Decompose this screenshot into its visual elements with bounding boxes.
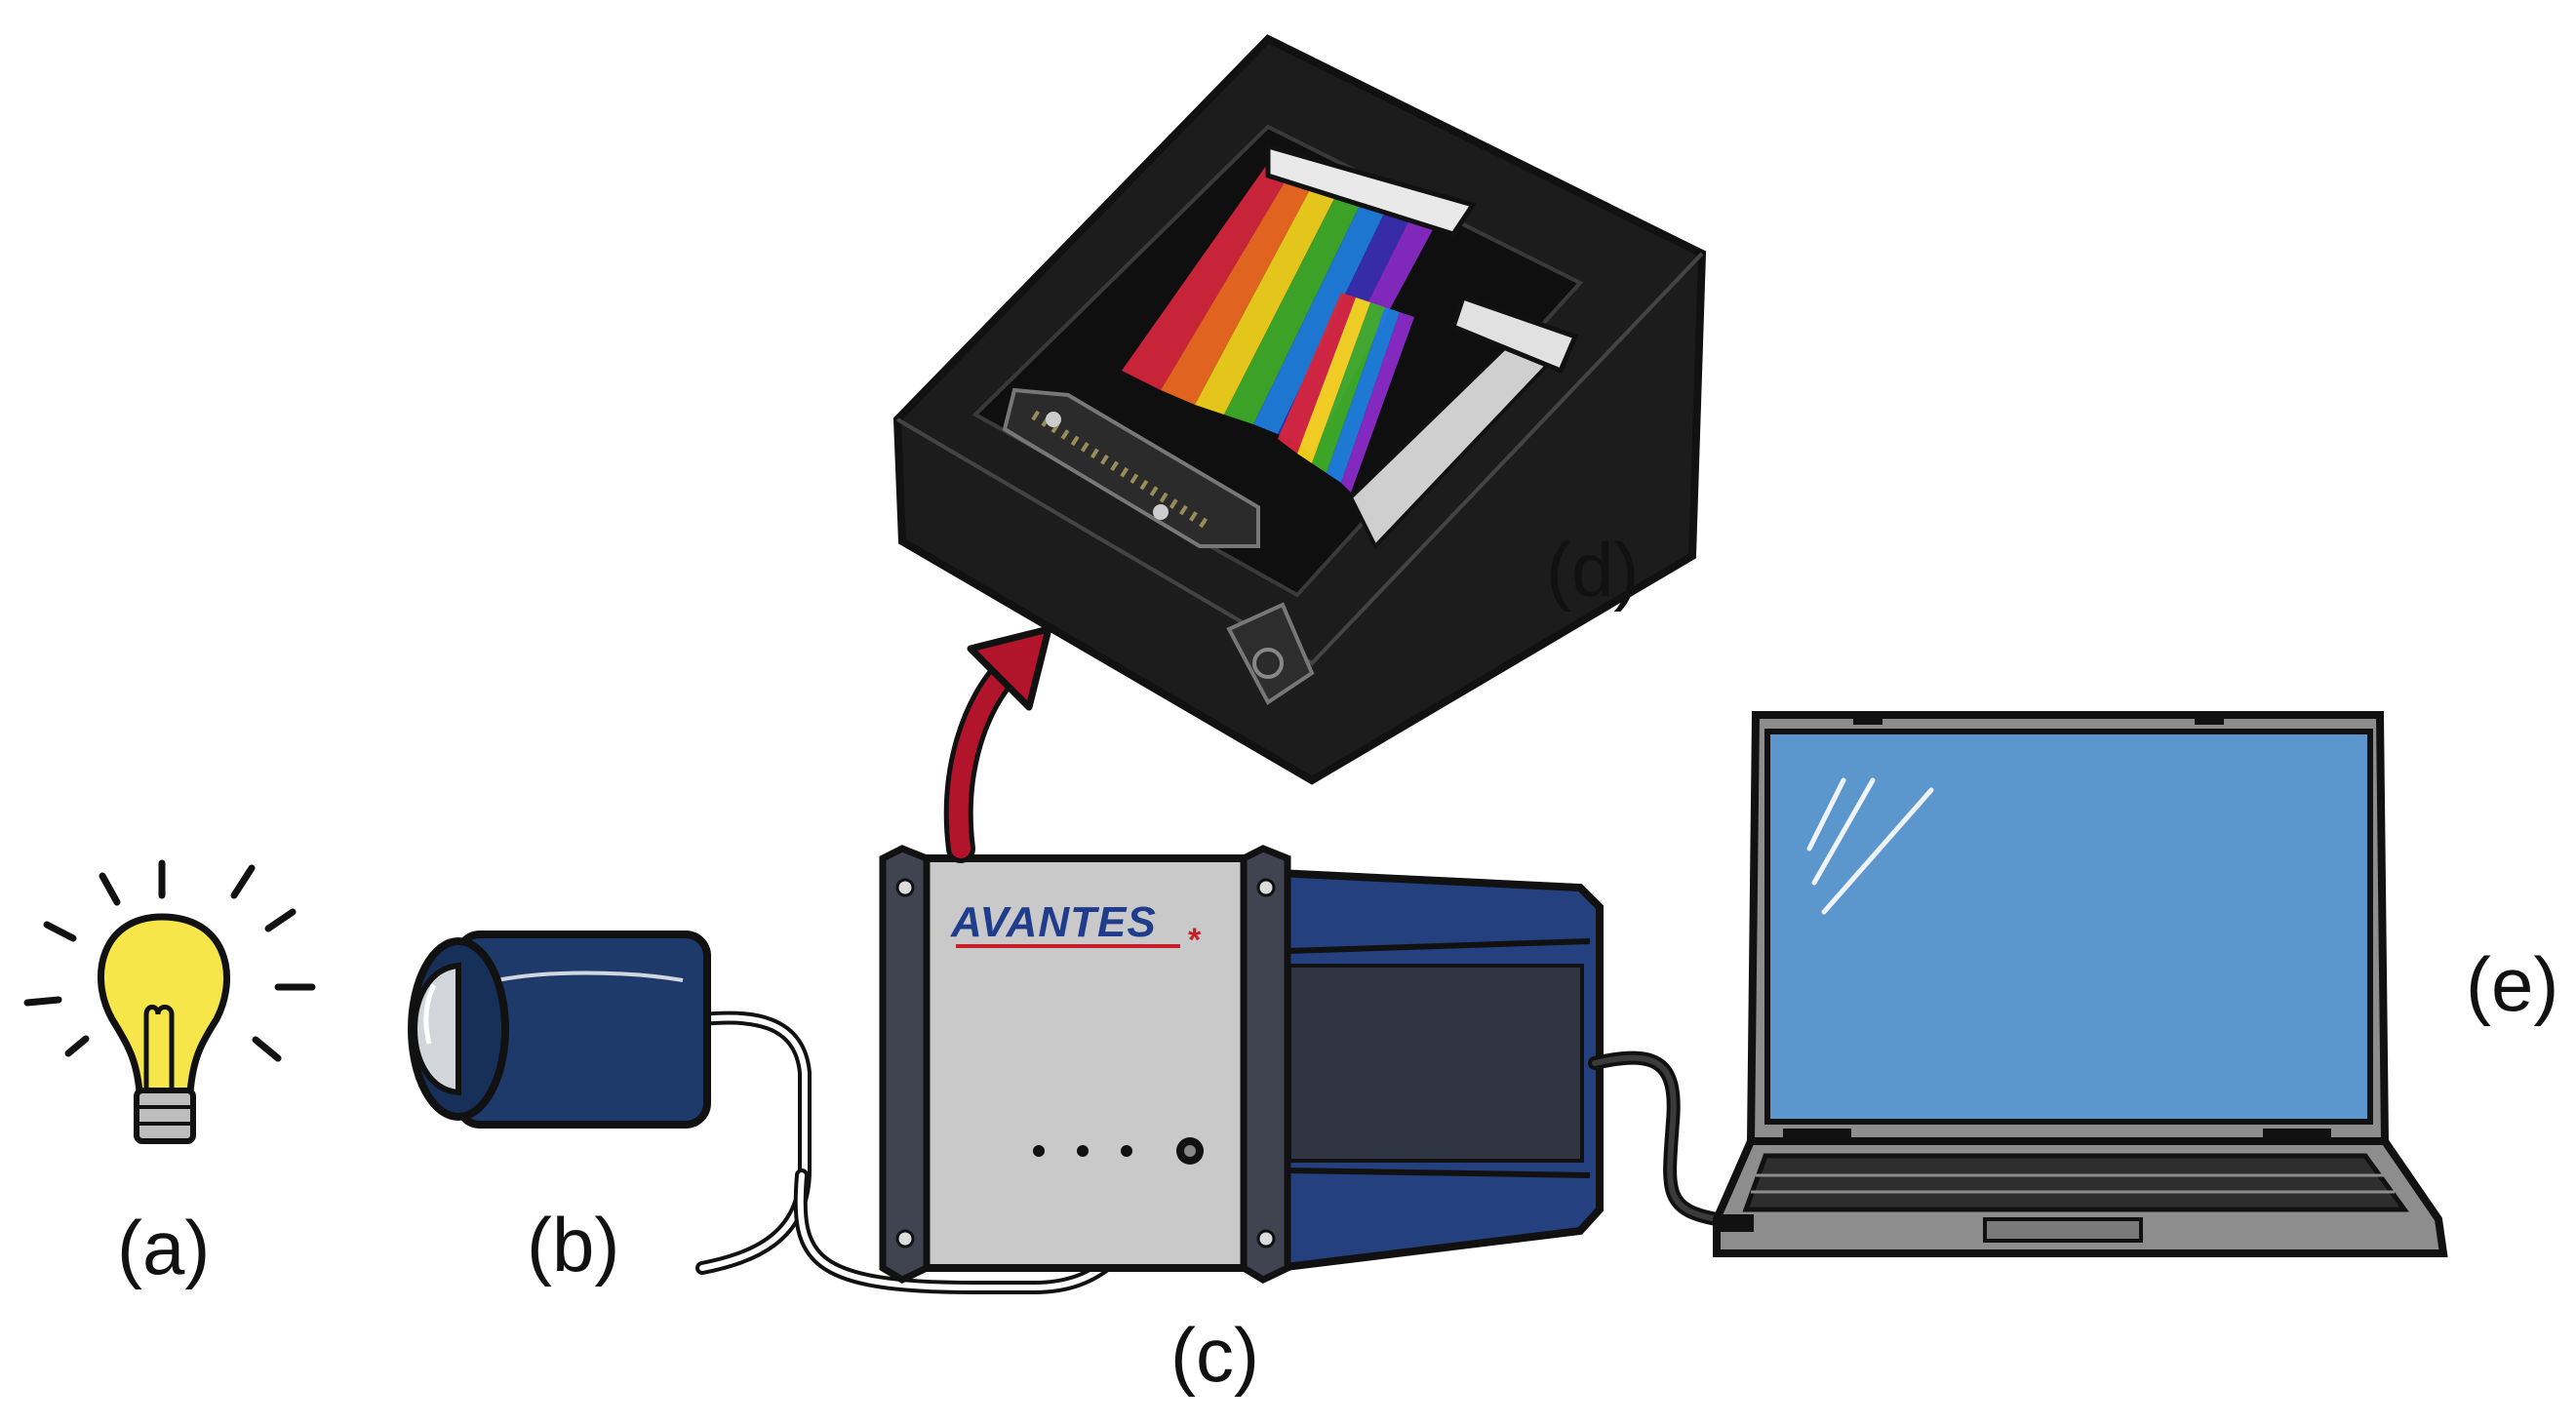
label-b: (b) xyxy=(527,1202,620,1287)
bulb-filament xyxy=(143,1005,175,1092)
probe-lens xyxy=(412,962,461,1096)
svg-text:*: * xyxy=(1188,922,1202,959)
arrow-up-icon xyxy=(943,625,1052,863)
bulb-base xyxy=(134,1088,196,1144)
usb-cable xyxy=(1588,1050,1724,1226)
label-a: (a) xyxy=(117,1205,211,1290)
laptop-touchpad xyxy=(1983,1217,2143,1243)
label-d: (d) xyxy=(1546,527,1640,613)
laptop-icon xyxy=(1713,711,2448,1257)
probe-cable xyxy=(695,1010,812,1275)
grating-interior-icon xyxy=(892,34,1707,785)
detector-array xyxy=(1002,387,1260,548)
label-e: (e) xyxy=(2466,941,2559,1027)
laptop-screen xyxy=(1764,729,2373,1125)
spectrometer-icon: * xyxy=(879,845,1604,1284)
light-bulb-icon xyxy=(23,859,316,1144)
spectrometer-brand: AVANTES xyxy=(950,898,1157,946)
label-c: (c) xyxy=(1170,1312,1259,1398)
bulb-glass xyxy=(98,913,230,1096)
laptop-keyboard xyxy=(1742,1153,2409,1212)
light-rays xyxy=(23,859,316,1062)
